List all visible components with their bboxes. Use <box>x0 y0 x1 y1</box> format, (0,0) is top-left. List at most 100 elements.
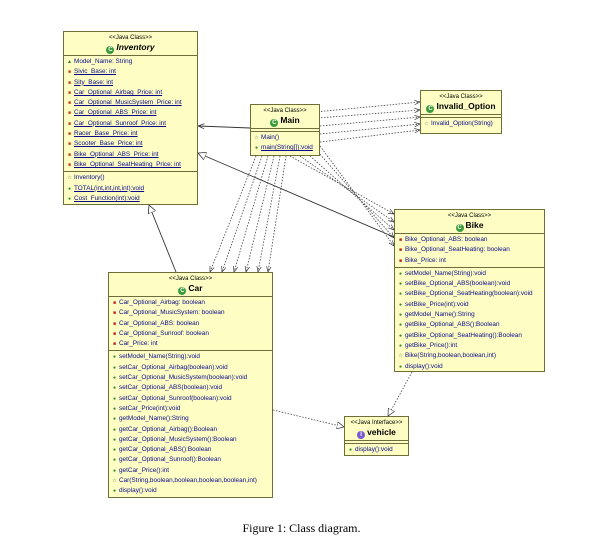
method-text: getCar_Price():int <box>119 466 170 474</box>
method-row: ●getModel_Name():String <box>109 414 272 424</box>
main-dep-bike-3 <box>309 155 394 230</box>
stereotype-label: <<Java Class>> <box>439 94 483 100</box>
public-method-icon: ● <box>67 195 72 202</box>
class-icon: C <box>455 224 464 232</box>
static-field-icon: ■ <box>67 69 72 76</box>
method-text: main(String[]):void <box>261 144 313 152</box>
method-text: setBike_Optional_SeatHeating(boolean):vo… <box>405 290 533 298</box>
method-list: ☆Main()●main(String[]):void <box>251 132 319 155</box>
public-method-icon: ● <box>112 385 117 392</box>
attribute-row: ■Bike_Optional_SeatHeating_Price: int <box>64 160 197 170</box>
attribute-text: Scooter_Base_Price: int <box>74 140 143 148</box>
public-method-icon: ● <box>112 405 117 412</box>
attribute-row: ■Car_Optional_MusicSystem_Price: int <box>64 98 197 108</box>
method-row: ●getBike_Price():int <box>395 341 544 351</box>
public-method-icon: ● <box>398 322 403 329</box>
static-field-icon: ■ <box>67 120 72 127</box>
private-field-icon: ■ <box>398 237 403 243</box>
method-row: ●setBike_Optional_SeatHeating(boolean):v… <box>395 289 544 299</box>
bike-implements-vehicle <box>388 371 413 416</box>
class-icon: C <box>270 119 279 127</box>
method-row: ☆Invalid_Option(String) <box>421 119 501 129</box>
method-row: ●display():void <box>395 362 544 372</box>
attribute-text: Bike_Optional_SeatHeating: boolean <box>405 246 510 254</box>
attribute-row: ■Sivic_Base: int <box>64 67 197 77</box>
method-row: ●setCar_Optional_Sunroof(boolean):void <box>109 394 272 404</box>
method-row: ☆Inventory() <box>64 173 197 183</box>
method-row: ●getCar_Optional_Sunroof():Boolean <box>109 455 272 465</box>
method-text: getBike_Optional_SeatHeating():Boolean <box>405 331 522 339</box>
public-method-icon: ● <box>398 312 403 319</box>
method-text: setCar_Optional_Airbag(boolean):void <box>119 363 228 371</box>
public-method-icon: ● <box>112 488 117 495</box>
main-dep-invalid-4 <box>319 124 420 135</box>
method-row: ●getModel_Name():String <box>395 310 544 320</box>
method-text: Bike(String,boolean,boolean,int) <box>405 352 496 360</box>
constructor-icon: ☆ <box>398 353 403 360</box>
class-name: Bike <box>465 220 484 230</box>
method-text: setBike_Optional_ABS(boolean):void <box>405 280 511 288</box>
method-text: getCar_Optional_Sunroof():Boolean <box>119 456 221 464</box>
attribute-text: Car_Optional_Sunroof: boolean <box>119 329 209 337</box>
method-list: ●setModel_Name(String):void●setBike_Opti… <box>395 268 544 373</box>
private-field-icon: ■ <box>398 247 403 254</box>
class-icon: C <box>178 287 187 295</box>
attribute-list <box>251 129 319 132</box>
method-text: Inventory() <box>74 174 105 182</box>
attribute-text: Bike_Price: int <box>405 256 446 264</box>
stereotype-label: <<Java Class>> <box>108 35 153 41</box>
public-method-icon: ● <box>112 395 117 402</box>
attribute-text: Bike_Optional_ABS_Price: int <box>74 150 159 158</box>
method-text: setCar_Optional_ABS(boolean):void <box>119 384 223 392</box>
figure-caption: Figure 1: Class diagram. <box>242 521 361 535</box>
main-dep-car-2 <box>222 155 263 272</box>
stereotype-label: <<Java Class>> <box>168 276 213 282</box>
method-row: ●display():void <box>345 445 408 455</box>
method-text: getCar_Optional_Airbag():Boolean <box>119 425 218 433</box>
method-row: ●setCar_Optional_ABS(boolean):void <box>109 383 272 393</box>
main-dep-invalid-5 <box>319 130 420 143</box>
attribute-row: ▲Model_Name: String <box>64 57 197 67</box>
main-dep-car-6 <box>268 155 287 272</box>
static-field-icon: ■ <box>67 151 72 158</box>
method-text: Cost_Function(int):void <box>74 194 140 202</box>
class-name: Car <box>188 283 203 293</box>
class-name: Invalid_Option <box>436 101 496 111</box>
public-method-icon: ● <box>254 145 259 152</box>
attribute-list: ▲Model_Name: String■Sivic_Base: int■Sity… <box>64 56 197 173</box>
attribute-row: ■Car_Optional_ABS: boolean <box>109 319 272 329</box>
method-row: ☆Car(String,boolean,boolean,boolean,bool… <box>109 476 272 486</box>
method-list: ●display():void <box>345 444 408 456</box>
attribute-row: ■Bike_Optional_ABS_Price: int <box>64 150 197 160</box>
public-method-icon: ● <box>112 467 117 474</box>
static-field-icon: ■ <box>67 161 72 168</box>
method-text: TOTAL(int,int,int,int):void <box>74 184 145 192</box>
attribute-text: Car_Optional_MusicSystem: boolean <box>119 309 225 317</box>
attribute-text: Model_Name: String <box>74 58 133 65</box>
public-method-icon: ● <box>398 342 403 349</box>
method-list: ●setModel_Name(String):void●setCar_Optio… <box>109 351 272 497</box>
attribute-row: ■Bike_Optional_SeatHeating: boolean <box>395 245 544 255</box>
constructor-icon: ☆ <box>112 478 117 485</box>
class-icon: C <box>426 105 435 113</box>
public-method-icon: ● <box>398 301 403 308</box>
method-text: getCar_Optional_MusicSystem():Boolean <box>119 435 237 443</box>
public-method-icon: ● <box>112 436 117 443</box>
public-method-icon: ● <box>398 270 403 277</box>
method-list: ☆Inventory() ●TOTAL(int,int,int,int):void… <box>64 172 197 205</box>
attribute-text: Racer_Base_Price: int <box>74 130 138 138</box>
method-row: ●setBike_Price(int):void <box>395 300 544 310</box>
method-list: ☆Invalid_Option(String) <box>421 118 501 130</box>
method-text: getModel_Name():String <box>119 415 189 423</box>
constructor-icon: ☆ <box>254 135 259 141</box>
attribute-row: ■Car_Price: int <box>109 339 272 349</box>
public-method-icon: ● <box>398 291 403 298</box>
main-dep-invalid-2 <box>317 110 420 119</box>
